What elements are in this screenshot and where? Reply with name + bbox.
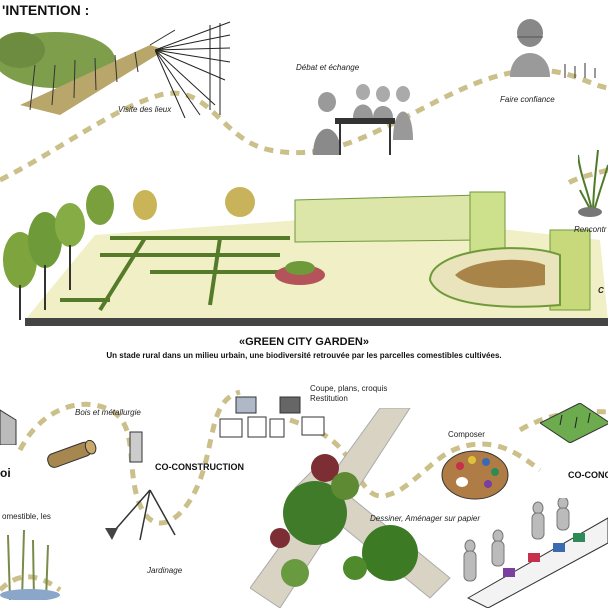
lower-dashed-path-bottom [0, 574, 62, 593]
label-bois-metallurgie: Bois et métallurgie [75, 408, 141, 417]
log-sketch [47, 440, 97, 468]
debate-people-sketch [313, 84, 413, 155]
trust-figure-sketch [510, 19, 550, 77]
label-comestible: omestible, les [2, 512, 51, 521]
label-faire-confiance: Faire confiance [500, 95, 555, 104]
stone-sketch [578, 140, 608, 170]
label-visite-des-lieux: Visite des lieux [118, 105, 172, 114]
grass-tuft-sketch [578, 150, 608, 217]
garden-subtitle: Un stade rural dans un milieu urbain, un… [106, 351, 502, 360]
perspective-sketch [155, 21, 231, 119]
documents-sketch [219, 396, 325, 438]
tools-sketch [105, 431, 176, 541]
garden-title: «GREEN CITY GARDEN» [239, 336, 369, 348]
upper-right-dashed-path [563, 167, 608, 188]
label-debat-echange: Débat et échange [296, 63, 360, 72]
label-edge-c: C [598, 286, 604, 295]
paint-palette-sketch [441, 450, 509, 500]
aerial-road-sketch [250, 408, 451, 608]
lower-dashed-path-right [518, 409, 608, 433]
lower-dashed-path-left [17, 389, 241, 526]
tall-grass-sketch [0, 529, 60, 600]
label-restitution: Restitution [310, 394, 348, 403]
label-dessiner: Dessiner, Aménager sur papier [370, 514, 480, 523]
label-oi: oi [0, 466, 11, 480]
green-board-sketch [540, 403, 608, 443]
small-plants-sketch [564, 63, 596, 78]
co-conception-table-sketch [463, 498, 608, 608]
label-composer: Composer [448, 430, 485, 439]
label-co-conception: CO-CONC [568, 470, 608, 480]
house-block-sketch [0, 409, 17, 445]
label-rencontre: Rencontr [574, 225, 607, 234]
tree-avenue-sketch [0, 29, 175, 115]
garden-panorama [3, 185, 608, 326]
intention-heading: 'INTENTION : [2, 2, 90, 18]
lower-dashed-path-mid [289, 417, 542, 499]
label-jardinage: Jardinage [147, 566, 183, 575]
label-coupe-plans: Coupe, plans, croquis [310, 384, 388, 393]
label-co-construction: CO-CONSTRUCTION [155, 462, 244, 472]
